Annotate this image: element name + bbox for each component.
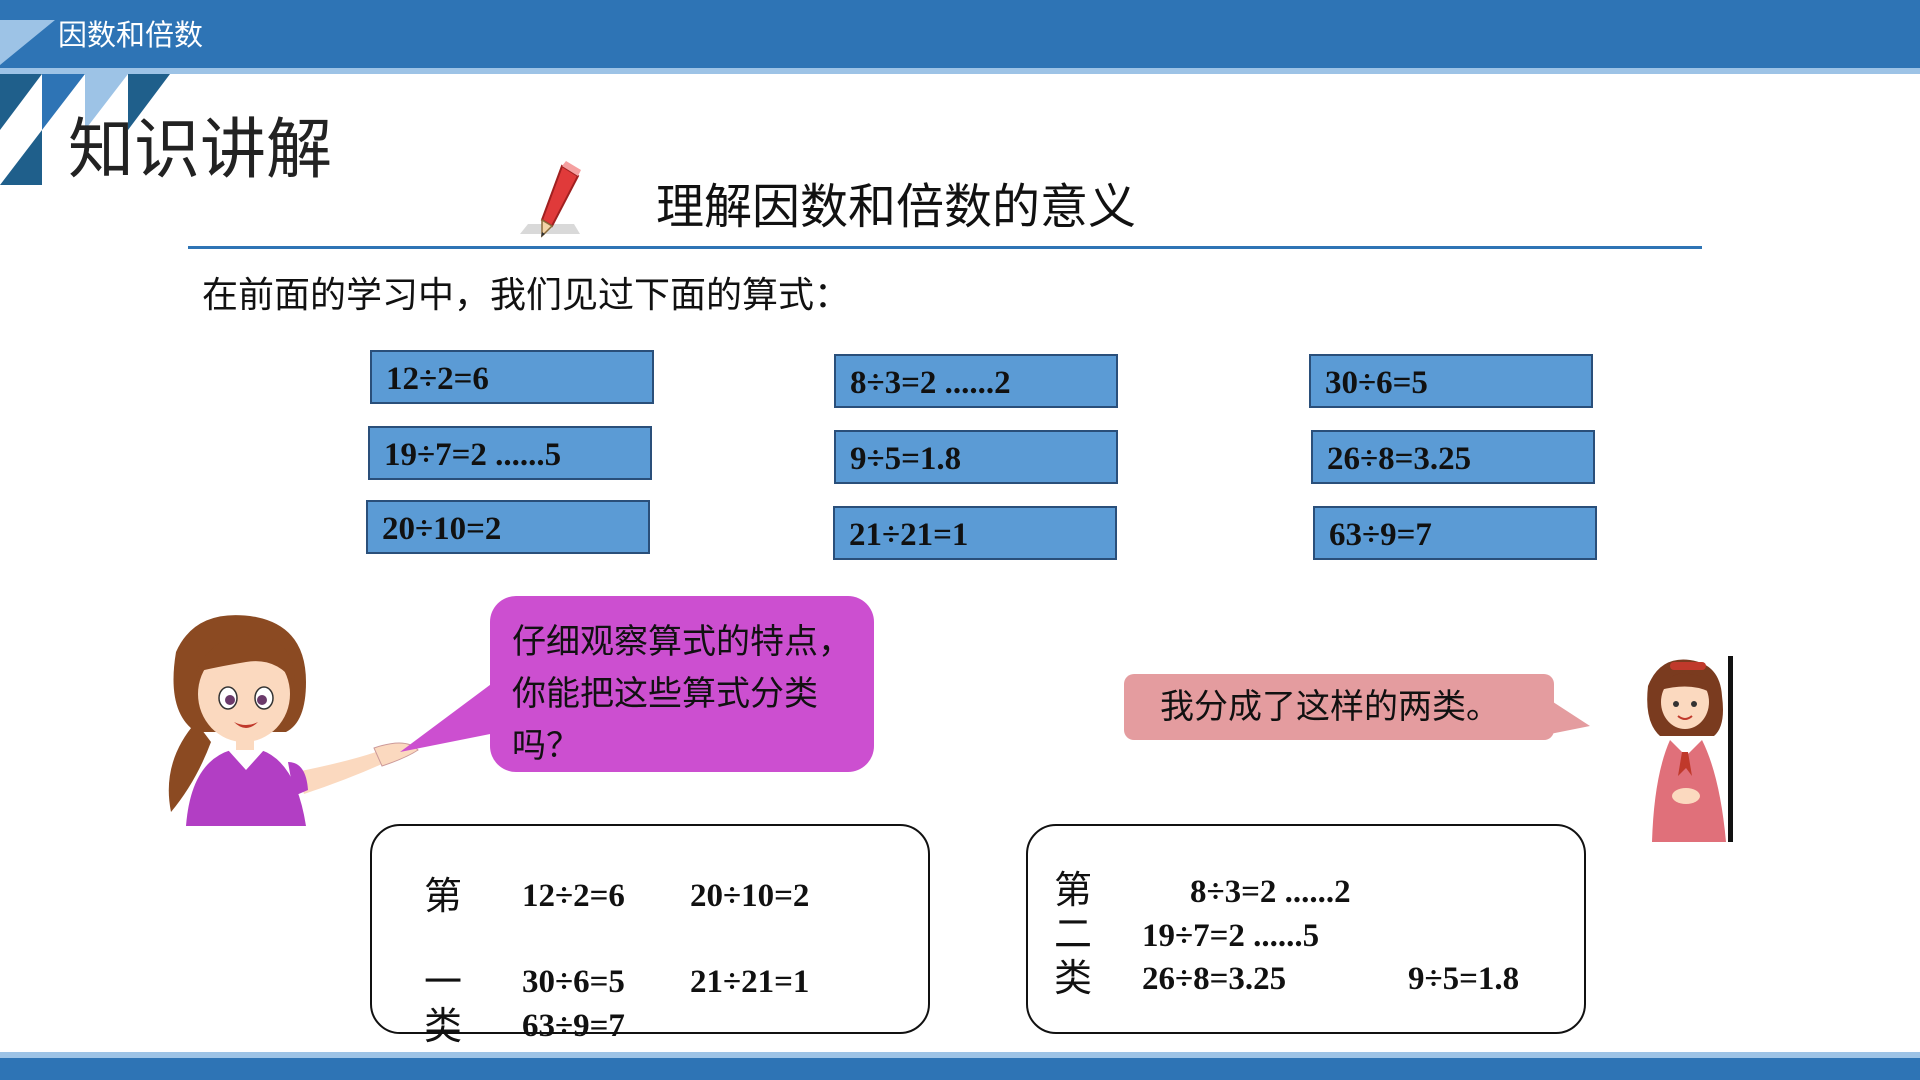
group-one-equation: 63÷9=7 <box>522 1008 625 1044</box>
equation-box: 30÷6=5 <box>1309 354 1593 408</box>
equation-box: 9÷5=1.8 <box>834 430 1118 484</box>
equation-box: 8÷3=2 ......2 <box>834 354 1118 408</box>
corner-triangles-decoration <box>0 20 170 185</box>
speech-bubble-tail <box>400 670 510 752</box>
equation-box: 63÷9=7 <box>1313 506 1597 560</box>
footer-accent-line <box>0 1052 1920 1058</box>
lesson-subtitle: 理解因数和倍数的意义 <box>656 179 1137 235</box>
vertical-divider <box>1728 656 1733 842</box>
group-two-equation: 19÷7=2 ......5 <box>1142 918 1320 954</box>
footer-bar <box>0 1058 1920 1080</box>
group-one-label-char: 一 <box>424 960 463 1004</box>
group-one-equation: 30÷6=5 <box>522 964 625 1000</box>
group-one-equation: 12÷2=6 <box>522 878 625 914</box>
equation-box: 20÷10=2 <box>366 500 650 554</box>
group-two-equation: 9÷5=1.8 <box>1408 961 1520 997</box>
group-one-equation: 21÷21=1 <box>690 964 810 1000</box>
header-accent-line <box>0 68 1920 74</box>
group-one-label-char: 第 <box>424 874 463 918</box>
speech-bubble-tail <box>1550 700 1590 734</box>
header-title: 因数和倍数 <box>58 18 204 52</box>
teacher-illustration <box>168 615 419 826</box>
intro-text: 在前面的学习中，我们见过下面的算式： <box>202 275 851 316</box>
girl-speech-bubble: 我分成了这样的两类。 <box>1124 674 1554 740</box>
equation-box: 19÷7=2 ......5 <box>368 426 652 480</box>
group-one-equation: 20÷10=2 <box>690 878 810 914</box>
group-two-label-char: 第 <box>1054 868 1093 912</box>
group-one-box <box>370 824 930 1034</box>
group-two-box <box>1026 824 1586 1034</box>
girl-illustration <box>1647 659 1726 842</box>
title-underline <box>188 246 1702 249</box>
group-two-equation: 8÷3=2 ......2 <box>1190 874 1351 910</box>
group-two-label-char: 二 <box>1054 912 1093 956</box>
equation-box: 21÷21=1 <box>833 506 1117 560</box>
equation-box: 12÷2=6 <box>370 350 654 404</box>
group-two-label-char: 类 <box>1054 956 1093 1000</box>
group-two-equation: 26÷8=3.25 <box>1142 961 1287 997</box>
header-bar <box>0 0 1920 68</box>
section-title: 知识讲解 <box>68 111 332 188</box>
pencil-icon <box>520 161 581 238</box>
group-one-label-char: 类 <box>424 1004 463 1048</box>
teacher-speech-bubble: 仔细观察算式的特点，你能把这些算式分类吗？ <box>490 596 874 772</box>
equation-box: 26÷8=3.25 <box>1311 430 1595 484</box>
